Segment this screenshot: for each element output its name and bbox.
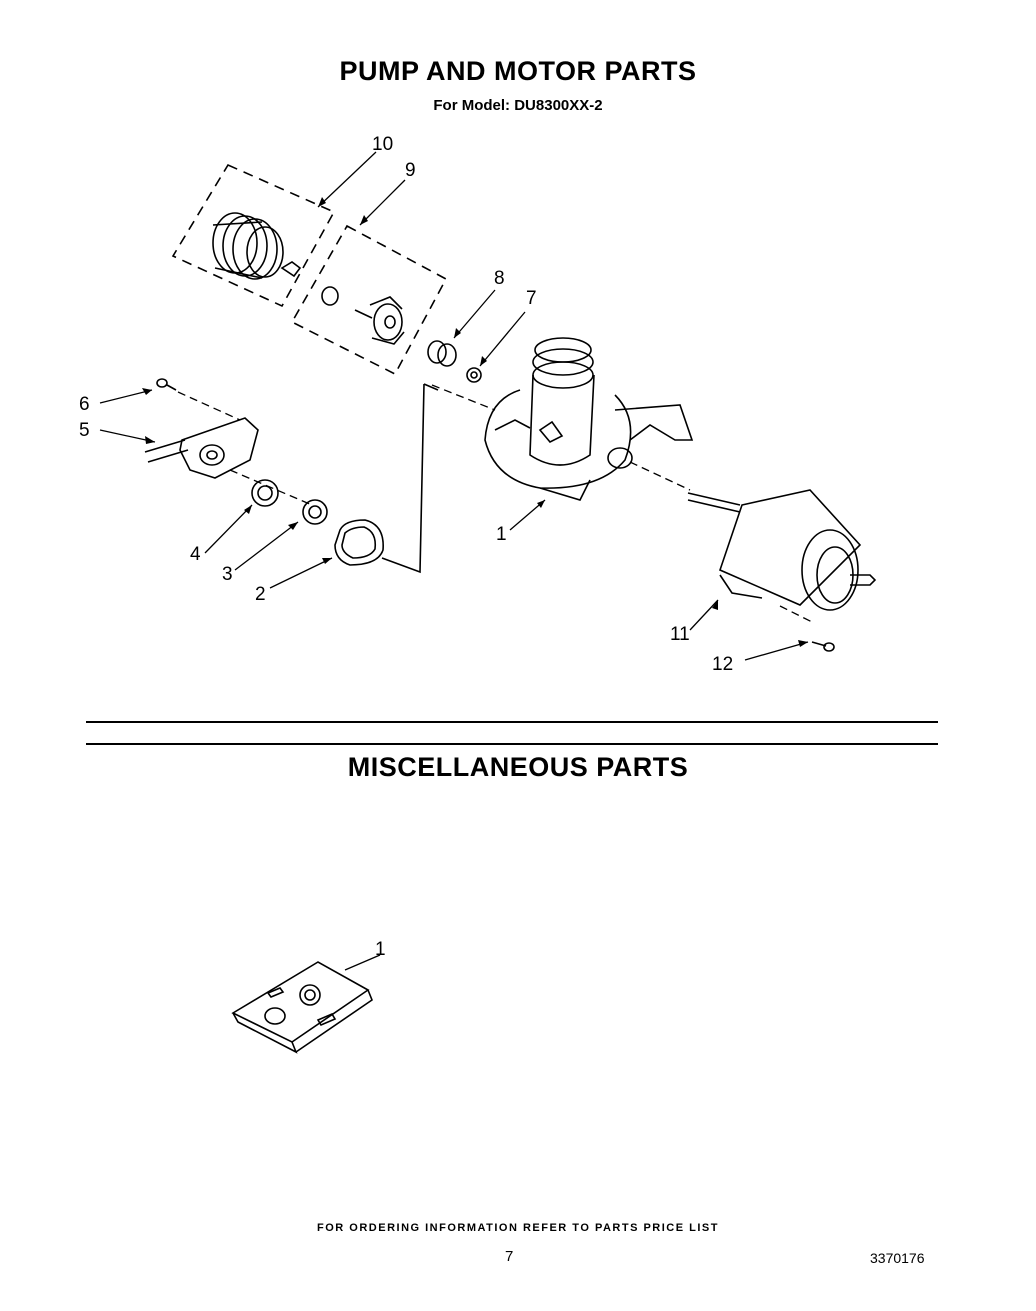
callout-7: 7 <box>526 288 537 309</box>
page-title: PUMP AND MOTOR PARTS <box>339 56 697 86</box>
callout-11: 11 <box>670 624 690 645</box>
part-2-gasket <box>334 519 384 566</box>
callout-6: 6 <box>79 394 90 415</box>
ordering-note: FOR ORDERING INFORMATION REFER TO PARTS … <box>317 1222 719 1234</box>
misc-part-1-tray <box>231 961 373 1054</box>
section-divider-top <box>86 721 938 723</box>
callout-4: 4 <box>190 544 201 565</box>
part-11-motor <box>687 489 877 611</box>
part-9-impeller <box>321 286 405 345</box>
part-10-housing <box>212 212 302 280</box>
callout-5: 5 <box>79 420 90 441</box>
part-1-pump-housing <box>484 337 694 501</box>
part-4-bushing <box>251 479 279 507</box>
callout-10: 10 <box>372 134 393 155</box>
callout-8: 8 <box>494 268 505 289</box>
callout-12: 12 <box>712 654 733 675</box>
misc-callout-1: 1 <box>375 939 386 960</box>
callout-1: 1 <box>496 524 507 545</box>
callout-3: 3 <box>222 564 233 585</box>
part-10-group-box <box>171 163 336 308</box>
page-number: 7 <box>505 1248 514 1265</box>
part-5-bracket <box>144 417 259 479</box>
assembly-bracket-line <box>381 383 425 574</box>
part-7-washer <box>466 367 482 383</box>
model-subtitle: For Model: DU8300XX-2 <box>433 97 603 114</box>
part-12-screw <box>811 641 835 652</box>
leader-lines <box>99 151 809 971</box>
part-9-group-box <box>290 224 448 376</box>
callout-9: 9 <box>405 160 416 181</box>
document-number: 3370176 <box>870 1250 925 1266</box>
part-8-seal <box>427 340 457 367</box>
misc-section-title: MISCELLANEOUS PARTS <box>347 752 689 782</box>
part-6-screw <box>156 378 177 391</box>
part-3-seal <box>302 499 328 525</box>
callout-2: 2 <box>255 584 266 605</box>
section-divider-bottom <box>86 743 938 745</box>
